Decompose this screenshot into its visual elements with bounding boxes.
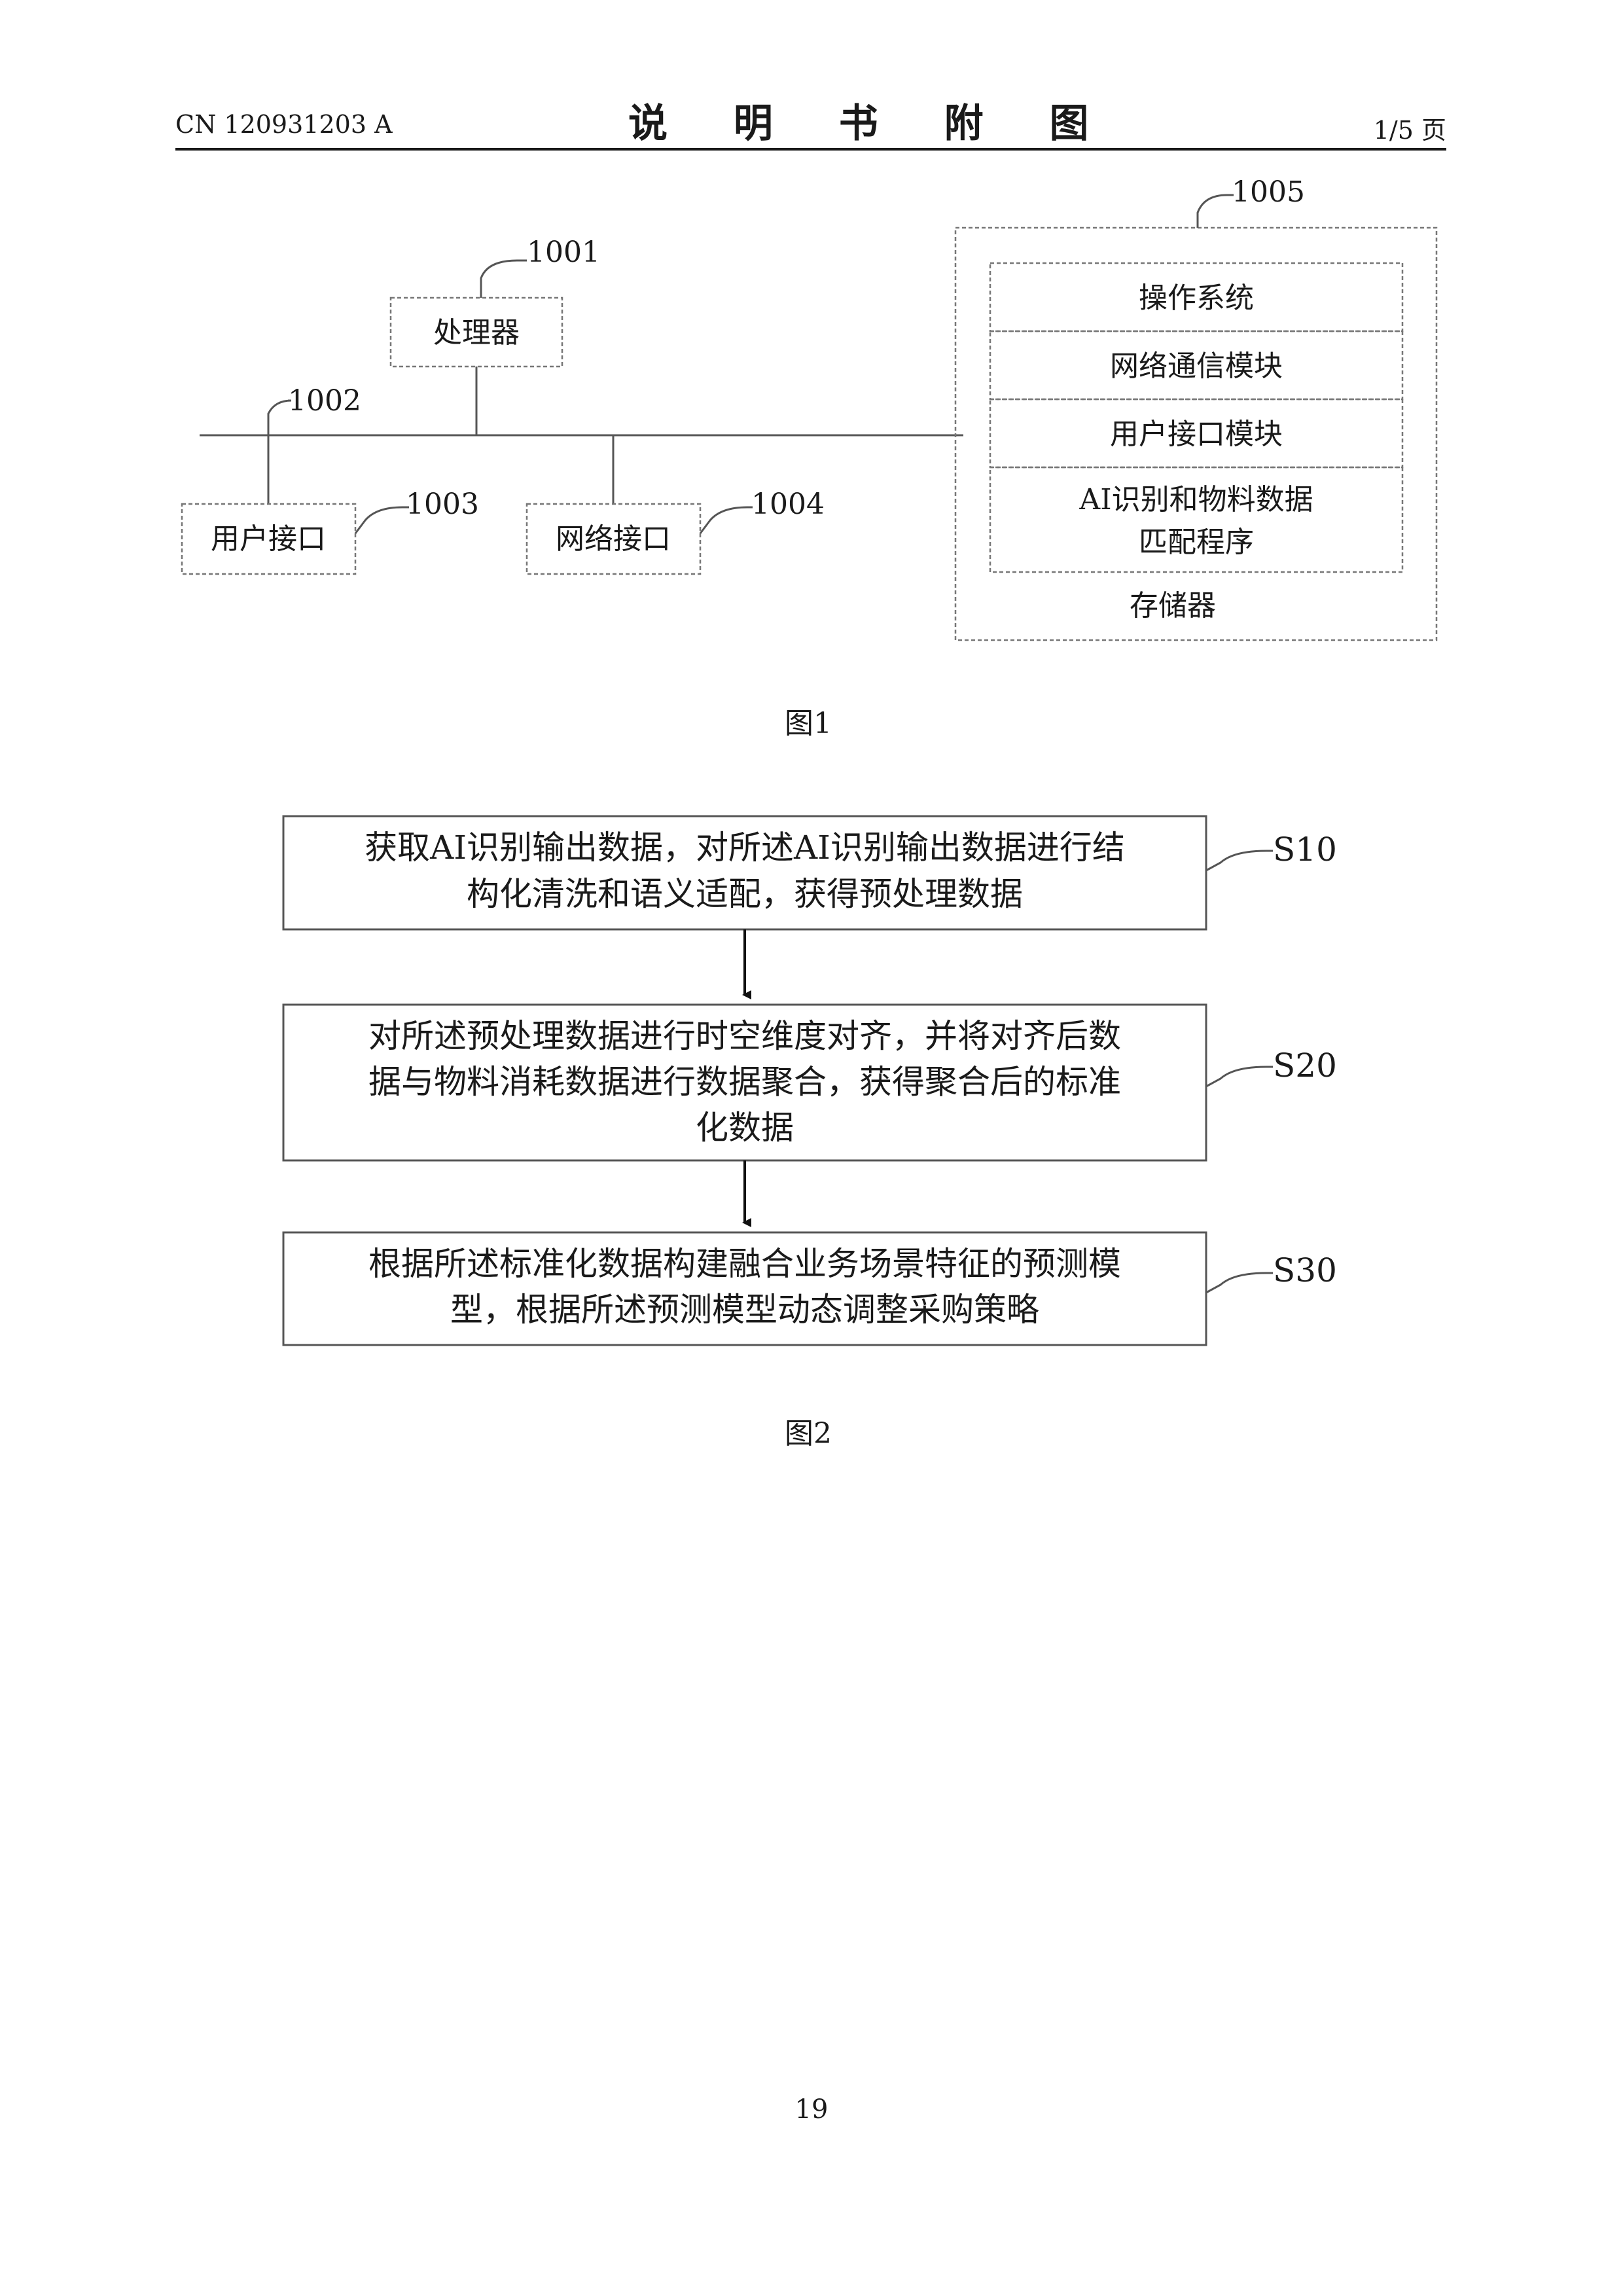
network-interface-ref-leader xyxy=(700,507,753,533)
memory-module-label: AI识别和物料数据 xyxy=(1079,483,1313,516)
memory-module-label: 网络通信模块 xyxy=(1110,350,1283,383)
flow-step-text: 根据所述标准化数据构建融合业务场景特征的预测模 xyxy=(368,1245,1121,1283)
processor-label: 处理器 xyxy=(433,316,520,350)
figure-1: 1002 处理器 1001 用户接口 1003 网络接口 1004 1005 操… xyxy=(182,175,1436,740)
memory-module-label: 操作系统 xyxy=(1139,281,1254,315)
memory-ref-leader xyxy=(1198,195,1234,228)
user-interface-ref: 1003 xyxy=(406,488,479,521)
flow-step-ref: S30 xyxy=(1273,1251,1337,1289)
flow-step-text: 获取AI识别输出数据，对所述AI识别输出数据进行结 xyxy=(365,829,1125,867)
memory-module-label: 匹配程序 xyxy=(1139,526,1254,559)
memory-ref: 1005 xyxy=(1232,175,1305,209)
user-interface-label: 用户接口 xyxy=(211,522,326,556)
flow-step-ref: S20 xyxy=(1273,1047,1337,1085)
flow-step-text: 对所述预处理数据进行时空维度对齐，并将对齐后数 xyxy=(368,1017,1121,1055)
figure-2-caption: 图2 xyxy=(785,1417,832,1450)
memory-label: 存储器 xyxy=(1130,589,1216,622)
flow-step-ref-leader xyxy=(1206,1273,1273,1293)
processor-ref-leader xyxy=(481,260,527,298)
flow-step-ref-leader xyxy=(1206,1067,1273,1086)
network-interface-label: 网络接口 xyxy=(556,522,671,556)
user-interface-ref-leader xyxy=(355,507,409,533)
memory-module-label: 用户接口模块 xyxy=(1110,418,1283,451)
flow-step-text: 化数据 xyxy=(696,1109,794,1147)
flow-step-text: 型，根据所述预测模型动态调整采购策略 xyxy=(450,1291,1039,1329)
page-number: 19 xyxy=(0,2094,1623,2125)
bus-ref: 1002 xyxy=(288,384,361,418)
flow-step-text: 构化清洗和语义适配，获得预处理数据 xyxy=(467,875,1023,913)
processor-ref: 1001 xyxy=(527,236,600,269)
flow-step-ref-leader xyxy=(1206,851,1273,870)
network-interface-ref: 1004 xyxy=(751,488,825,521)
flow-step-ref: S10 xyxy=(1273,831,1337,869)
figure-2: 获取AI识别输出数据，对所述AI识别输出数据进行结 构化清洗和语义适配，获得预处… xyxy=(283,816,1337,1450)
figure-1-caption: 图1 xyxy=(785,707,832,740)
flow-step-text: 据与物料消耗数据进行数据聚合，获得聚合后的标准 xyxy=(368,1063,1121,1101)
